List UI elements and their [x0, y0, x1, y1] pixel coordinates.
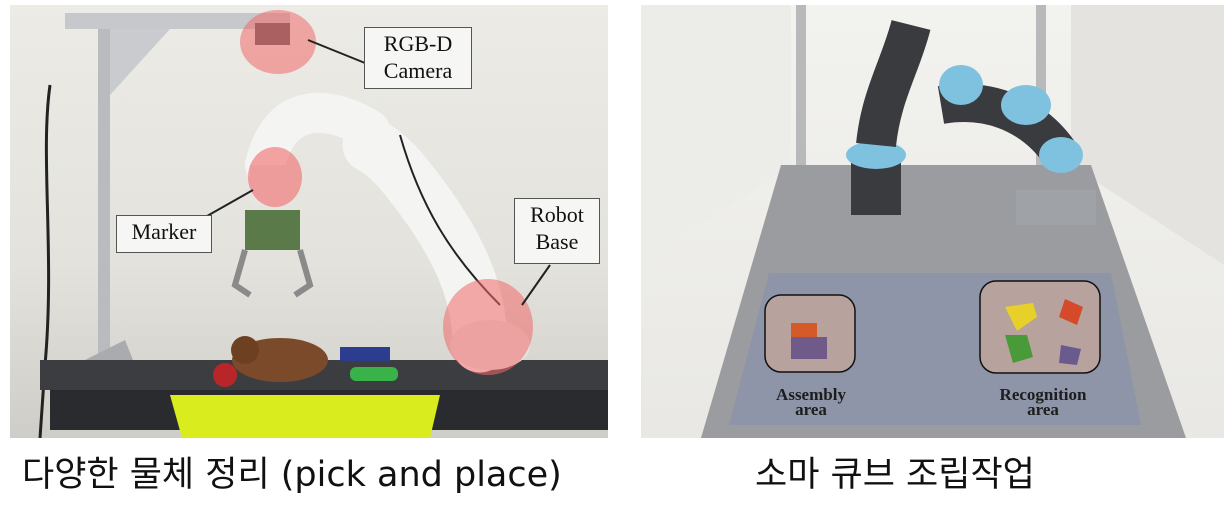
recognition-area-box — [979, 280, 1101, 374]
base-label-line1: Robot — [530, 202, 584, 227]
camera-leader-line — [307, 39, 366, 64]
left-wall — [641, 5, 791, 265]
soma-cube-caption: 소마 큐브 조립작업 — [755, 455, 1035, 495]
robot-joint-wrist — [1039, 137, 1083, 173]
purple-piece — [1059, 345, 1081, 365]
teddy-bear-head — [231, 336, 259, 364]
robot-joint-base — [846, 141, 906, 169]
recognition-area-label: Recognition area — [981, 385, 1105, 419]
recognition-label-line1: Recognition — [999, 385, 1087, 404]
base-label-line2: Base — [535, 229, 579, 254]
assembled-cube-body — [791, 337, 827, 359]
frame-post-left — [796, 5, 806, 165]
recognition-label-line2: area — [1027, 400, 1059, 419]
dumbbell-toy — [350, 367, 398, 381]
pick-and-place-scene — [38, 10, 608, 438]
green-piece — [1005, 335, 1033, 363]
marker-label-text: Marker — [131, 219, 197, 244]
pick-and-place-caption: 다양한 물체 정리 (pick and place) — [22, 455, 562, 495]
power-cable — [38, 84, 52, 438]
camera-label-line2: Camera — [383, 58, 453, 83]
red-piece — [1059, 299, 1083, 325]
robot-link-lower — [856, 19, 931, 148]
robot-joint-shoulder — [939, 65, 983, 105]
assembly-area-label: Assembly area — [759, 385, 863, 419]
frame-post-right — [1036, 5, 1046, 165]
marker-label: Marker — [116, 215, 212, 253]
assembled-cube-top — [791, 323, 817, 337]
soma-cube-scene — [641, 5, 1224, 438]
stand-bracket — [110, 29, 170, 95]
base-leader-line — [521, 264, 551, 306]
red-can — [213, 363, 237, 387]
assembly-label-line2: area — [795, 400, 827, 419]
soma-cube-photo: Assembly area Recognition area — [641, 5, 1224, 438]
camera-label: RGB-D Camera — [364, 27, 472, 89]
camera-highlight — [240, 10, 316, 74]
yellow-bin — [170, 395, 440, 438]
gripper-fingers — [231, 249, 314, 298]
robot-joint-elbow — [1001, 85, 1051, 125]
assembly-label-line1: Assembly — [776, 385, 846, 404]
pick-and-place-photo: RGB-D Camera Marker Robot Base — [10, 5, 608, 438]
yellow-piece — [1005, 303, 1037, 331]
camera-stand-post — [98, 15, 110, 360]
camera-label-line1: RGB-D — [383, 31, 453, 56]
base-label: Robot Base — [514, 198, 600, 264]
gripper-board — [245, 210, 300, 250]
marker-highlight — [248, 147, 302, 207]
snack-box — [340, 347, 390, 361]
robot-upper-link — [245, 92, 390, 185]
right-wall — [1071, 5, 1224, 265]
base-highlight — [443, 279, 533, 375]
camera-stand-arm — [65, 13, 290, 29]
robot-gripper — [1016, 190, 1096, 225]
